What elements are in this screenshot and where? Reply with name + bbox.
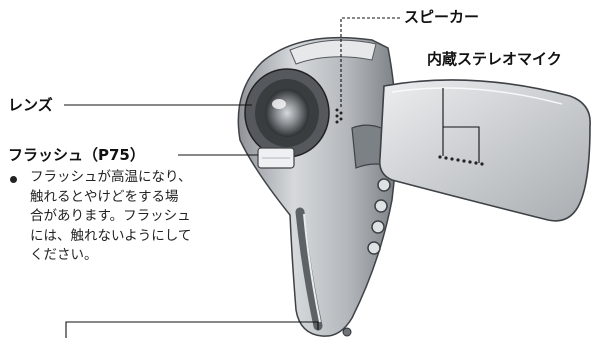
side-buttons xyxy=(367,178,391,255)
speaker-grille xyxy=(335,108,343,124)
flash-note-line: フラッシュが高温になり、 xyxy=(30,169,192,185)
side-button-4 xyxy=(367,241,381,255)
leader-strap xyxy=(65,321,319,338)
label-flash: フラッシュ（P75） xyxy=(8,146,145,164)
flash-note-line: 合があります。フラッシュ xyxy=(30,208,191,224)
label-lens: レンズ xyxy=(8,96,53,114)
lcd-panel xyxy=(378,79,591,222)
lcd-panel-shell xyxy=(378,79,591,222)
leader-lines xyxy=(64,17,480,338)
leader-stereo-mic-bracket xyxy=(443,126,480,163)
flash-note-line: には、触れないようにして xyxy=(30,227,192,244)
side-button-3 xyxy=(371,220,385,234)
side-button-1 xyxy=(377,178,391,192)
flash-note-line: 触れるとやけどをする場 xyxy=(30,188,179,205)
flash-note-line: ください。 xyxy=(30,247,98,263)
top-ridge xyxy=(289,39,377,65)
grip-highlight xyxy=(303,213,321,323)
lens-reflection xyxy=(272,99,286,109)
label-speaker: スピーカー xyxy=(404,8,480,26)
lens-glass xyxy=(265,89,309,137)
grip-strip xyxy=(295,207,323,331)
stereo-mic-holes xyxy=(438,155,484,166)
strap-hook xyxy=(342,327,352,337)
flash-note-bullet xyxy=(10,176,17,183)
flash-unit xyxy=(257,147,295,169)
label-stereo-mic: 内蔵ステレオマイク xyxy=(427,50,562,68)
side-button-2 xyxy=(374,199,388,213)
lens-assembly xyxy=(244,68,330,158)
flash-note: フラッシュが高温になり、 触れるとやけどをする場 合があります。フラッシュ には… xyxy=(30,168,191,266)
